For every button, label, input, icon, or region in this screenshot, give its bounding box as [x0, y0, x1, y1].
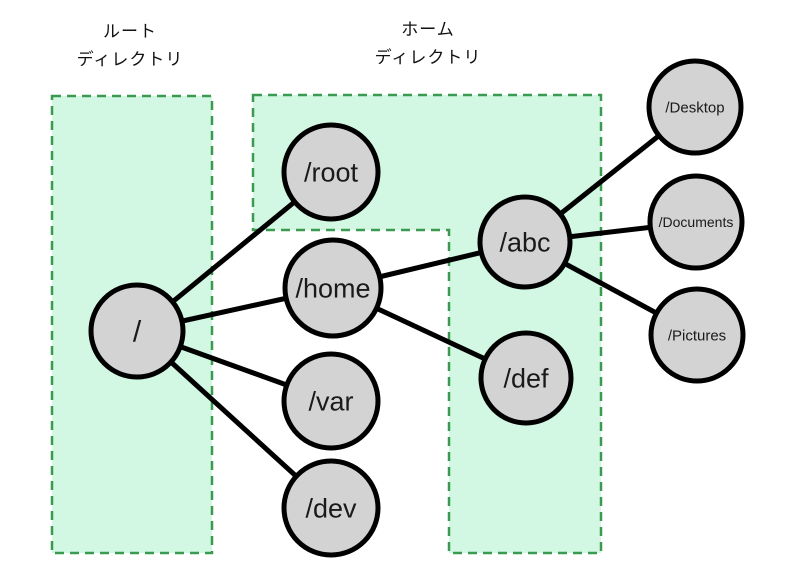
node-label-dev: /dev [305, 493, 357, 523]
root-directory-label-line2: ディレクトリ [76, 50, 184, 69]
node-label-pictures: /Pictures [668, 327, 726, 344]
node-var [281, 351, 381, 451]
node-slash [88, 282, 186, 380]
node-label-def: /def [503, 363, 549, 393]
node-label-home: /home [295, 273, 370, 303]
node-label-root: /root [304, 157, 359, 187]
root-directory-label: ルート ディレクトリ [77, 18, 184, 74]
root-directory-label-line1: ルート [103, 22, 157, 41]
node-home [282, 237, 384, 339]
node-def [478, 330, 574, 426]
node-label-abc: /abc [499, 227, 550, 257]
home-directory-label: ホーム ディレクトリ [375, 16, 482, 72]
home-directory-label-line2: ディレクトリ [374, 48, 482, 67]
node-label-slash: / [133, 316, 142, 349]
node-label-documents: /Documents [659, 214, 734, 230]
node-documents [647, 173, 745, 271]
node-label-desktop: /Desktop [665, 99, 724, 116]
home-directory-label-line1: ホーム [401, 20, 455, 39]
node-pictures [648, 286, 746, 384]
node-desktop [646, 58, 744, 156]
node-root [281, 122, 381, 222]
node-dev [281, 458, 381, 558]
node-abc [477, 194, 573, 290]
node-label-var: /var [308, 386, 353, 416]
